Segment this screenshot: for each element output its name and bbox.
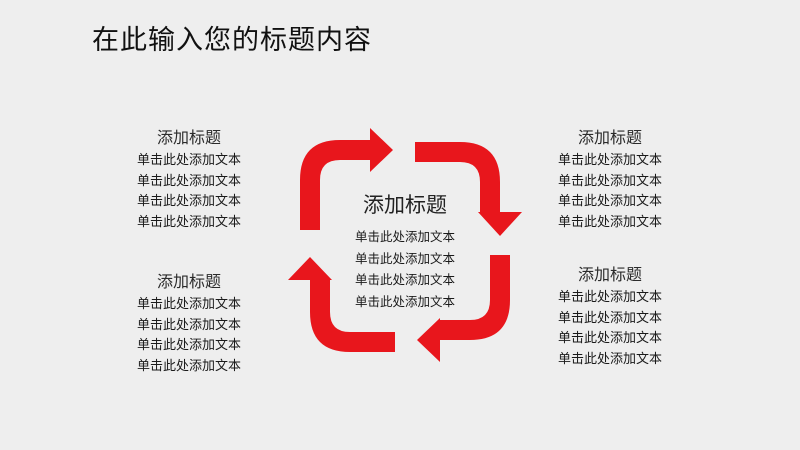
center-line: 单击此处添加文本 [354, 250, 455, 266]
block-line: 单击此处添加文本 [557, 214, 662, 230]
cycle-arrow-bottom-left [288, 257, 395, 352]
cycle-arrow-top-right [415, 142, 522, 236]
center-line: 单击此处添加文本 [354, 293, 455, 309]
text-block-top-right: 添加标题 单击此处添加文本 单击此处添加文本 单击此处添加文本 单击此处添加文本 [535, 128, 685, 233]
block-line: 单击此处添加文本 [557, 351, 662, 367]
block-line: 单击此处添加文本 [557, 194, 662, 209]
block-line: 单击此处添加文本 [557, 290, 662, 305]
text-block-bottom-left: 添加标题 单击此处添加文本 单击此处添加文本 单击此处添加文本 单击此处添加文本 [114, 272, 264, 377]
block-line: 单击此处添加文本 [557, 331, 662, 346]
block-heading: 添加标题 [577, 128, 642, 147]
text-block-bottom-right: 添加标题 单击此处添加文本 单击此处添加文本 单击此处添加文本 单击此处添加文本 [535, 265, 685, 370]
center-line: 单击此处添加文本 [354, 229, 455, 244]
block-line: 单击此处添加文本 [136, 358, 241, 374]
text-block-center: 添加标题 单击此处添加文本 单击此处添加文本 单击此处添加文本 单击此处添加文本 [330, 190, 480, 312]
center-line: 单击此处添加文本 [354, 272, 455, 287]
block-line: 单击此处添加文本 [136, 173, 241, 189]
block-line: 单击此处添加文本 [136, 297, 241, 312]
block-heading: 添加标题 [156, 272, 221, 291]
text-block-top-left: 添加标题 单击此处添加文本 单击此处添加文本 单击此处添加文本 单击此处添加文本 [114, 128, 264, 233]
block-line: 单击此处添加文本 [557, 153, 662, 168]
cycle-arrow-bottom-right [417, 255, 510, 362]
block-line: 单击此处添加文本 [136, 214, 241, 230]
block-line: 单击此处添加文本 [136, 153, 241, 168]
cycle-arrow-top-left [300, 128, 393, 230]
block-line: 单击此处添加文本 [136, 194, 241, 209]
center-heading: 添加标题 [363, 193, 447, 217]
block-line: 单击此处添加文本 [557, 173, 662, 189]
block-line: 单击此处添加文本 [136, 338, 241, 353]
block-line: 单击此处添加文本 [557, 310, 662, 326]
block-line: 单击此处添加文本 [136, 317, 241, 333]
slide-title: 在此输入您的标题内容 [92, 25, 372, 56]
block-heading: 添加标题 [156, 128, 221, 147]
block-heading: 添加标题 [577, 265, 642, 284]
